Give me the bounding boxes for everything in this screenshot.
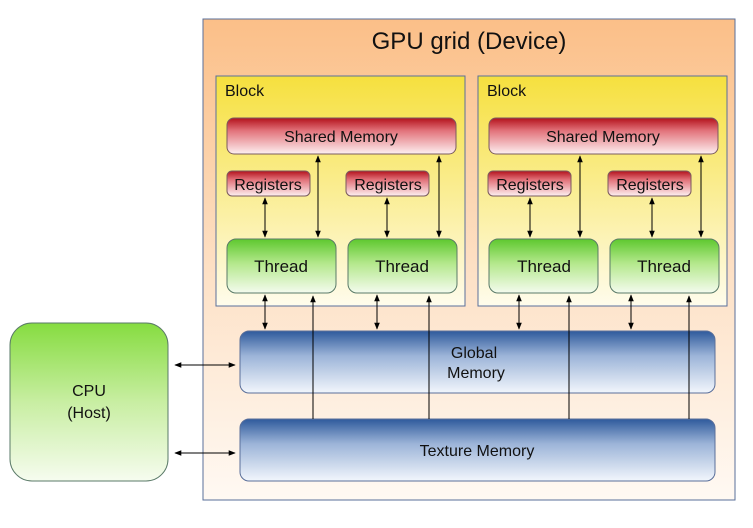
thread-box — [347, 238, 458, 294]
registers-label: Registers — [234, 177, 302, 194]
registers-box — [345, 170, 430, 197]
block-label: Block — [225, 83, 265, 100]
shared-memory-box — [226, 117, 457, 155]
thread-label: Thread — [517, 257, 571, 276]
registers-label: Registers — [496, 177, 564, 194]
thread-box — [488, 238, 599, 294]
texture-memory-box — [239, 418, 716, 482]
registers-label: Registers — [616, 177, 684, 194]
registers-label: Registers — [354, 177, 422, 194]
thread-box — [609, 238, 720, 294]
shared-memory-label: Shared Memory — [284, 129, 398, 146]
cpu-label-line1: CPU — [72, 383, 106, 400]
thread-label: Thread — [637, 257, 691, 276]
cpu-host-box — [9, 322, 169, 482]
global-memory-box — [239, 330, 716, 394]
gpu-grid-title: GPU grid (Device) — [372, 28, 567, 55]
connectors — [174, 155, 704, 456]
texture-memory-label: Texture Memory — [420, 443, 535, 460]
shared-memory-label: Shared Memory — [546, 129, 660, 146]
block-label: Block — [487, 83, 527, 100]
registers-box — [607, 170, 692, 197]
thread-label: Thread — [375, 257, 429, 276]
global-memory-label-line2: Memory — [447, 365, 505, 382]
shared-memory-box — [488, 117, 719, 155]
cpu-label-line2: (Host) — [67, 405, 111, 422]
registers-box — [487, 170, 572, 197]
global-memory-label-line1: Global — [451, 345, 497, 362]
thread-label: Thread — [254, 257, 308, 276]
registers-box — [226, 170, 311, 197]
thread-box — [226, 238, 337, 294]
block-1: Block Shared Memory Registers Registers … — [215, 75, 466, 307]
block-2: Block Shared Memory Registers Registers … — [477, 75, 728, 307]
